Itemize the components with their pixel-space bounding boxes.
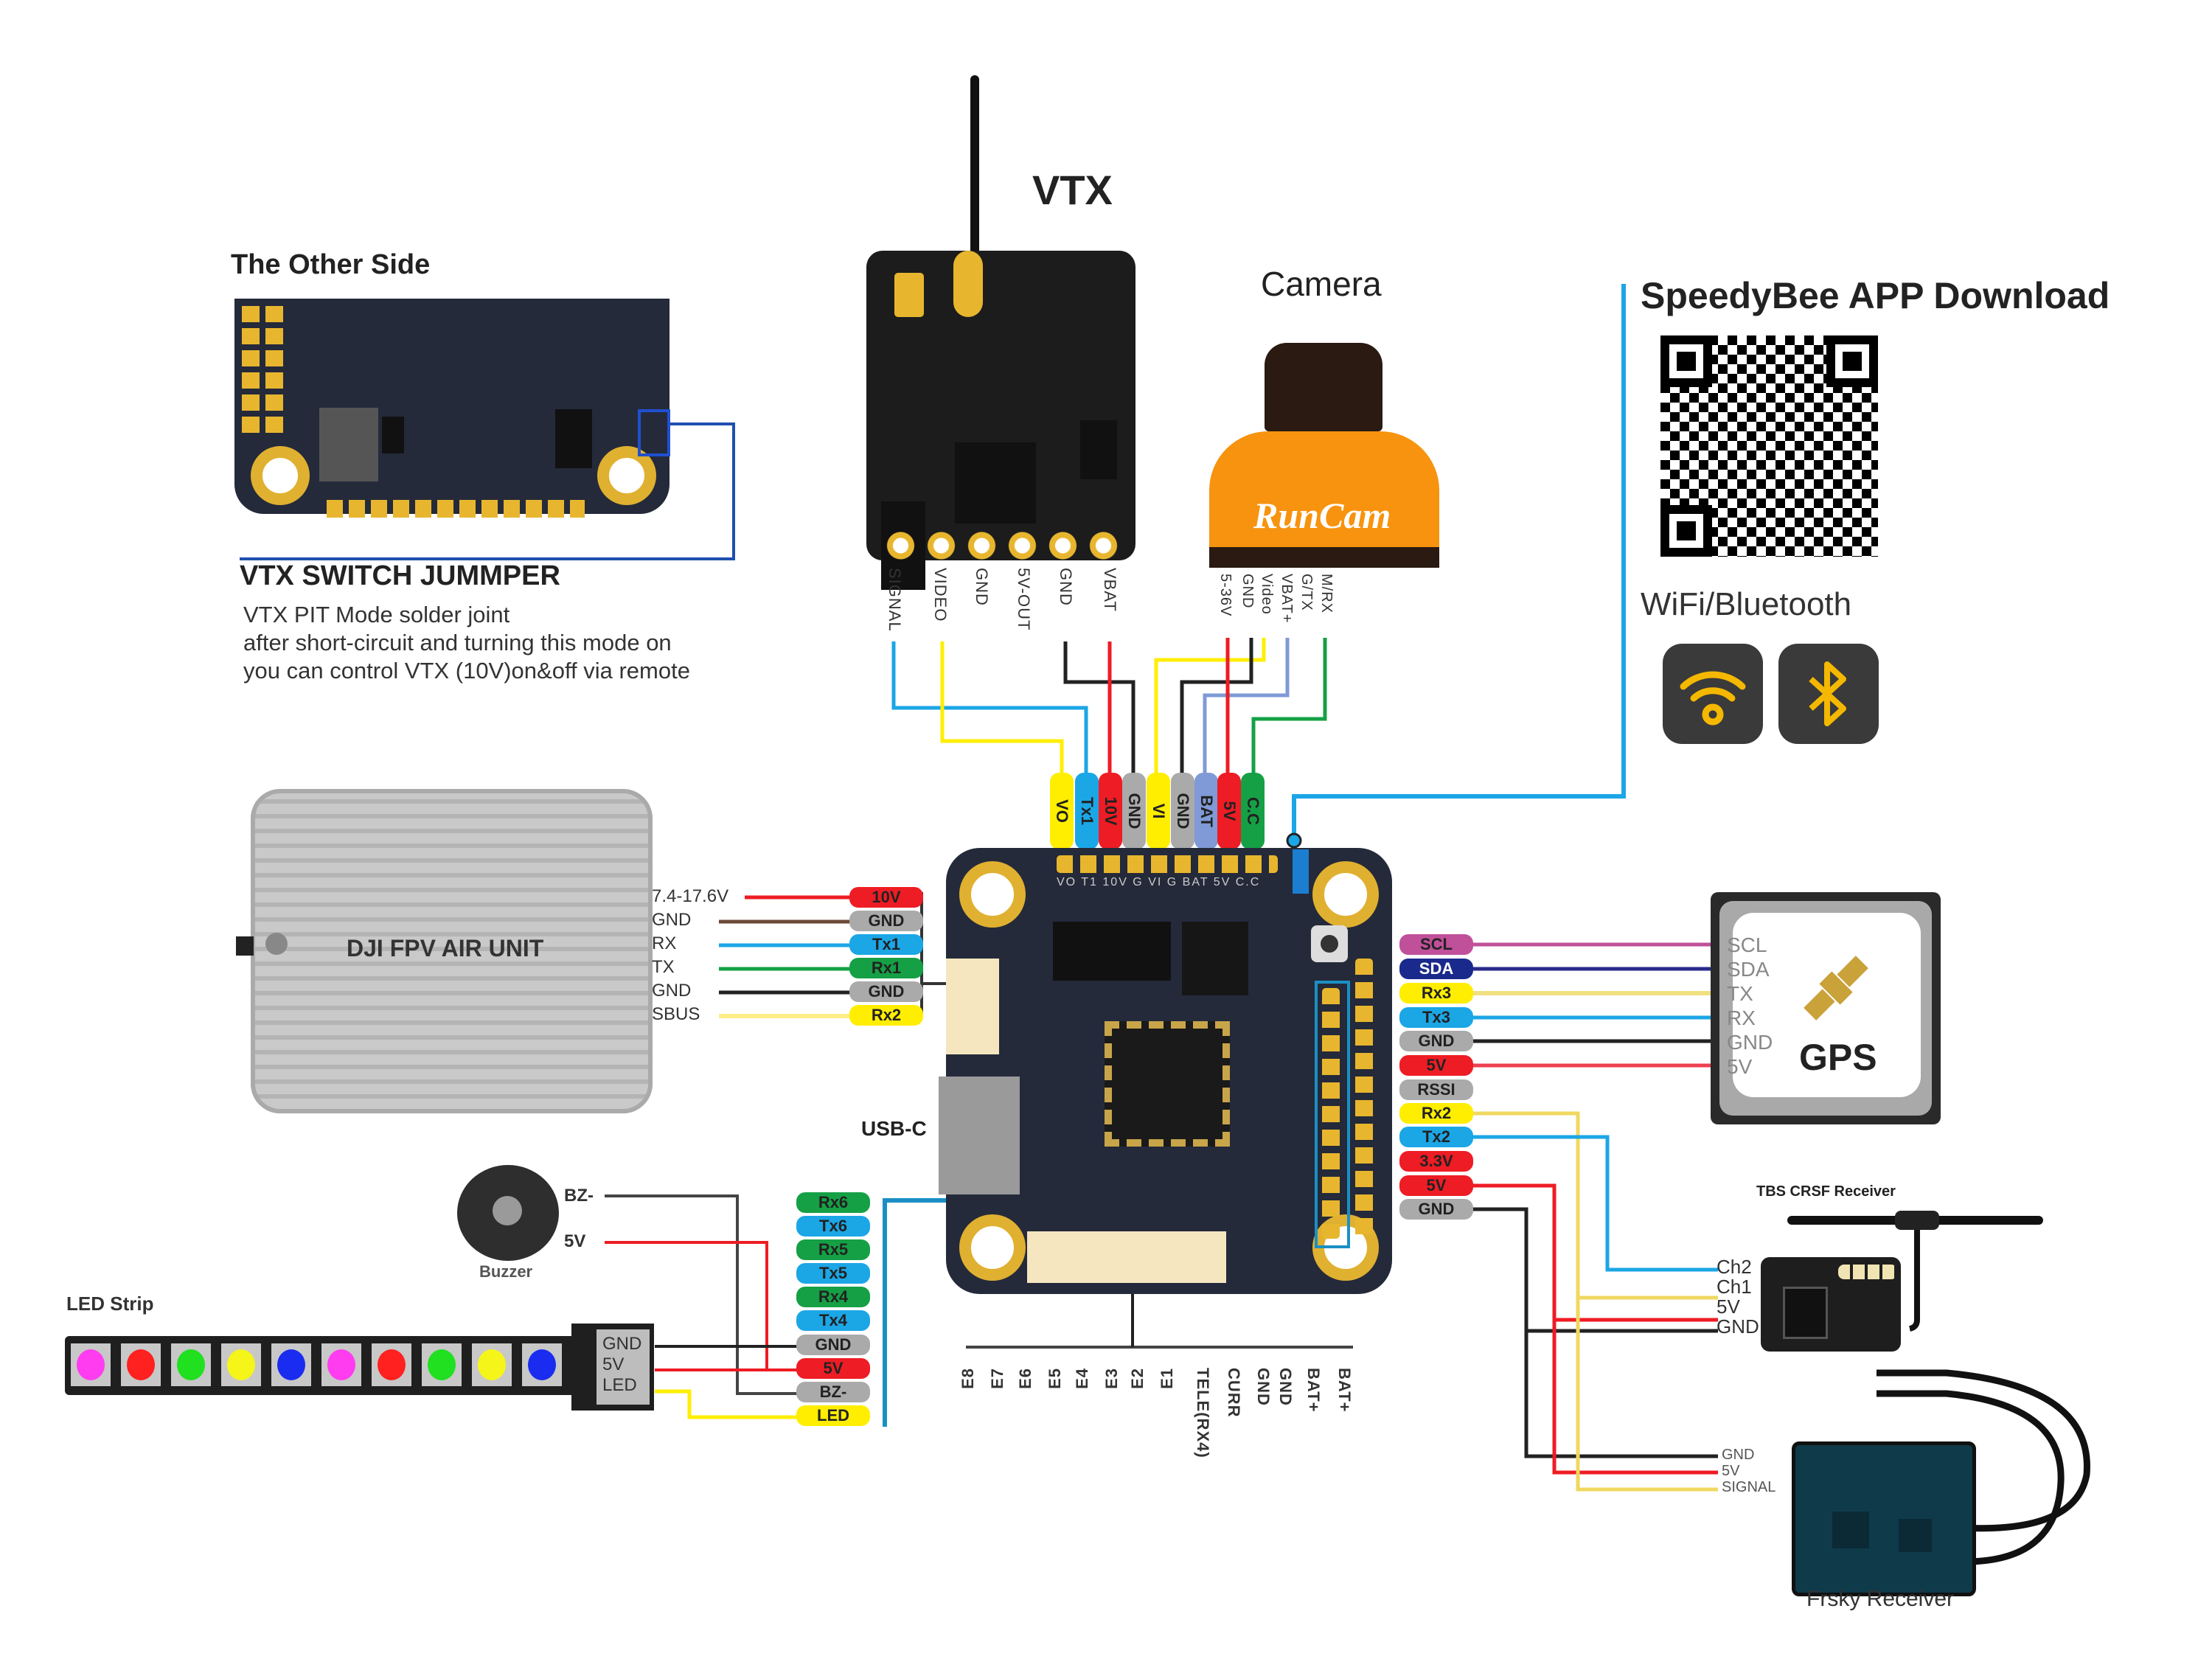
wire-cam-video [1154,638,1266,782]
usb-c-label: USB-C [861,1117,927,1140]
wire-vtx-signal [891,641,1088,782]
left-pad-rx6: Rx6 [796,1192,870,1213]
wire-cam-mrx [1251,638,1327,782]
board-silk-top: VO T1 10V G VI G BAT 5V C.C [1057,876,1261,888]
jumper-description: VTX PIT Mode solder joint after short-ci… [243,602,690,684]
right-pad-3v3: 3.3V [1399,1151,1473,1172]
right-pad-rx2: Rx2 [1399,1103,1473,1124]
right-pad-scl: SCL [1399,934,1473,955]
vtx-antenna [970,75,979,282]
top-pad-gnd-2: GND [1171,773,1194,849]
buzzer [457,1165,559,1261]
left-pad-rx5: Rx5 [796,1239,870,1260]
right-pad-5v-2: 5V [1399,1175,1473,1196]
dji-connector[interactable] [946,959,999,1054]
wire-vtx-video [940,641,1064,782]
wifi-icon [1663,644,1763,744]
right-pad-rssi: RSSI [1399,1079,1473,1100]
right-pad-tx3: Tx3 [1399,1007,1473,1028]
pit-jumper[interactable] [1293,849,1309,894]
right-pad-tx2: Tx2 [1399,1127,1473,1147]
led-7 [372,1343,411,1386]
gyro-chip [1182,922,1248,995]
led-strip [65,1336,596,1395]
wire-cam-gnd [1180,638,1253,782]
camera-lens [1265,343,1382,431]
boot-button[interactable] [1311,925,1348,962]
tbs-pin-labels: Ch2 Ch1 5V GND [1717,1256,1759,1338]
top-pad-10v: 10V [1099,773,1122,849]
vtx-pads [880,531,1124,560]
wire-cam-vbat [1203,638,1290,782]
camera-body [1209,431,1439,568]
right-pad-gnd-2: GND [1399,1199,1473,1220]
other-side-board [234,299,670,518]
tbs-title: TBS CRSF Receiver [1756,1183,1896,1200]
left-pad-led: LED [796,1405,870,1426]
led-strip-pin-labels: GND 5V LED [602,1334,642,1395]
other-side-title: The Other Side [231,249,431,280]
vtx-board [866,251,1135,590]
tbs-receiver [1761,1257,1901,1352]
bluetooth-icon [1778,644,1879,744]
wire-app-link [1292,284,1626,837]
right-pad-gnd-1: GND [1399,1031,1473,1051]
top-pad-5v: 5V [1217,773,1241,849]
frsky-title: Frsky Receiver [1806,1587,1955,1611]
led-9 [472,1343,512,1386]
camera-title: Camera [1261,265,1382,303]
led-8 [422,1343,462,1386]
top-pad-bat: BAT [1194,773,1218,849]
left-pad-tx6: Tx6 [796,1216,870,1237]
left-pad-tx5: Tx5 [796,1263,870,1284]
wire-jumper [240,422,735,560]
led-strip-title: LED Strip [66,1293,154,1315]
buzzer-pin-5v: 5V [564,1231,586,1251]
vtx-title: VTX [1032,167,1113,213]
mcu-chip [1105,1021,1230,1147]
buzzer-pin-bz: BZ- [564,1186,594,1206]
left-pad-5v: 5V [796,1358,870,1379]
flight-controller-board: VO T1 10V G VI G BAT 5V C.C [939,848,1392,1294]
jumper-title: VTX SWITCH JUMMPER [240,560,560,591]
top-pad-vo: VO [1050,773,1074,849]
frsky-receiver [1792,1441,1976,1596]
esc-connector[interactable] [1027,1231,1226,1283]
wireless-label: WiFi/Bluetooth [1641,586,1852,622]
usb-c-port[interactable] [939,1077,1020,1194]
frsky-pin-labels: GND 5V SIGNAL [1722,1447,1776,1495]
top-pad-cc: C.C [1241,773,1265,849]
app-download-title: SpeedyBee APP Download [1641,275,2110,316]
left-pad-gnd: GND [796,1335,870,1355]
led-5 [271,1343,311,1386]
osd-chip [1053,922,1171,981]
led-2 [121,1343,161,1386]
app-link-dot [1286,832,1302,849]
satellite-icon [1792,944,1880,1036]
dji-air-unit: DJI FPV AIR UNIT [236,789,653,1113]
top-pad-tx1: Tx1 [1075,773,1099,849]
camera-brand: RunCam [1253,495,1391,536]
left-pad-bz: BZ- [796,1382,870,1402]
buzzer-title: Buzzer [479,1262,533,1281]
right-pad-5v-1: 5V [1399,1055,1473,1076]
left-pad-tx4: Tx4 [796,1310,870,1331]
left-pad-rx4: Rx4 [796,1287,870,1307]
qr-code[interactable] [1660,335,1878,557]
led-strip-connector: GND 5V LED [571,1324,654,1411]
led-6 [321,1343,361,1386]
right-pad-rx3: Rx3 [1399,983,1473,1004]
top-pad-gnd-1: GND [1122,773,1146,849]
dji-title: DJI FPV AIR UNIT [347,935,544,961]
gps-pin-labels: SCL SDA TX RX GND 5V [1727,933,1773,1078]
led-4 [221,1343,261,1386]
top-pad-vi: VI [1147,773,1170,849]
wire-vtx-gnd [1063,641,1135,782]
led-10 [522,1343,562,1386]
gps-module: SCL SDA TX RX GND 5V GPS [1711,892,1941,1124]
led-1 [71,1343,111,1386]
right-pad-sda: SDA [1399,959,1473,979]
led-3 [171,1343,211,1386]
gps-title: GPS [1799,1037,1877,1078]
